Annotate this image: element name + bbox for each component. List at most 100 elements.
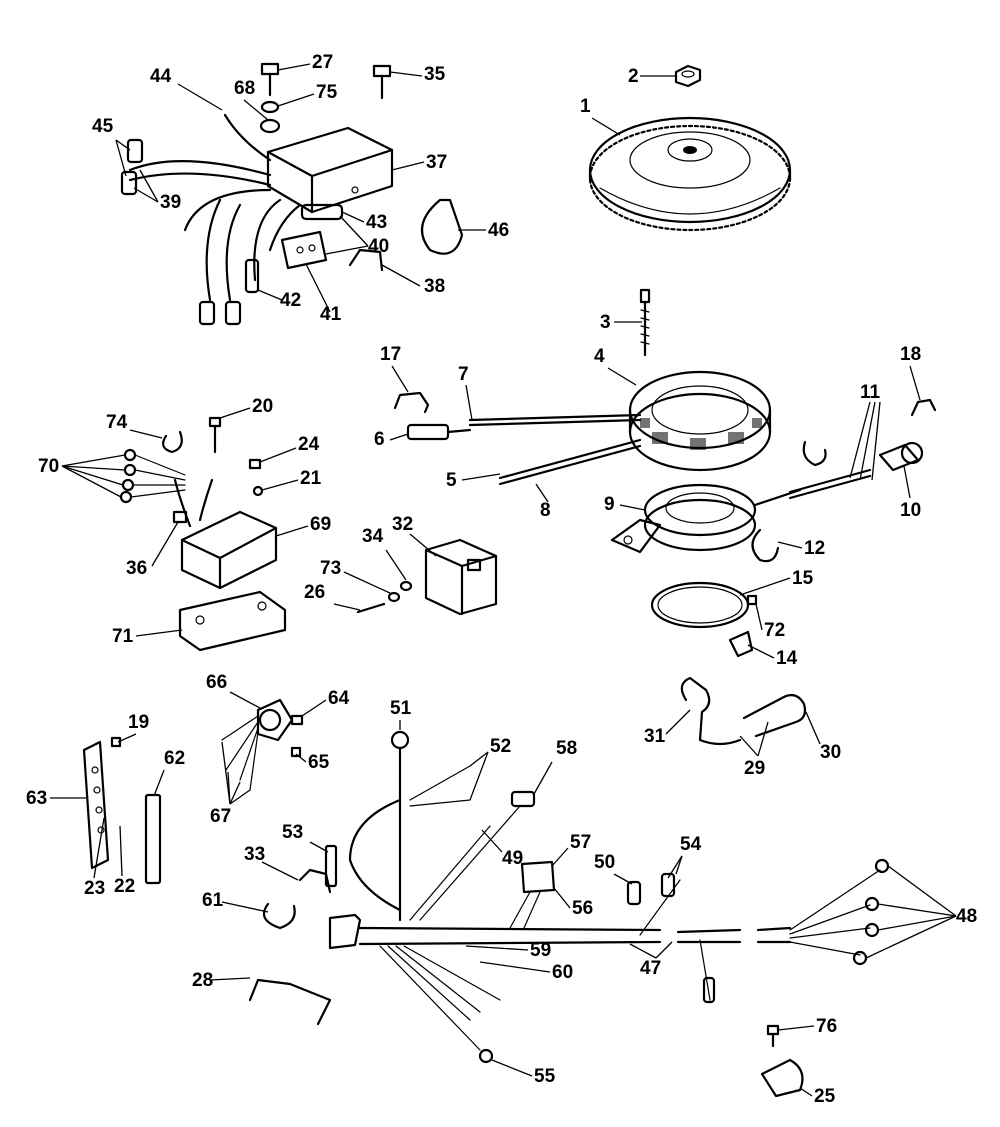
leader-line-9: [619, 504, 646, 511]
callout-18: 18: [900, 344, 921, 365]
leader-line-8: [535, 483, 549, 503]
leader-line-39: [139, 169, 159, 203]
callout-6: 6: [374, 429, 385, 450]
leader-line-54: [667, 855, 683, 879]
leader-line-67: [229, 781, 241, 805]
callout-1: 1: [580, 96, 591, 117]
cable-clamp: [760, 1024, 804, 1098]
leader-line-36: [151, 521, 179, 567]
leader-line-70: [61, 454, 126, 467]
leader-line-12: [777, 541, 803, 549]
callout-58: 58: [556, 738, 577, 759]
callout-48: 48: [956, 906, 977, 927]
leader-line-47: [655, 941, 673, 959]
callout-64: 64: [328, 688, 350, 709]
leader-line-66: [229, 691, 261, 709]
leader-line-67: [221, 741, 231, 805]
leader-line-40: [339, 215, 369, 247]
callout-12: 12: [804, 538, 825, 559]
callout-44: 44: [150, 66, 172, 87]
leader-line-32: [409, 533, 437, 557]
leader-line-45: [115, 139, 131, 151]
leader-line-52: [469, 751, 489, 801]
leader-line-42: [257, 289, 283, 301]
callout-29: 29: [744, 758, 765, 779]
leader-line-27: [277, 63, 311, 71]
leader-line-23: [93, 817, 105, 879]
timer-base: [610, 483, 802, 554]
leader-line-76: [777, 1025, 815, 1031]
leader-line-11: [849, 401, 871, 479]
callout-4: 4: [594, 346, 605, 367]
leader-line-54: [675, 855, 683, 875]
callout-46: 46: [488, 220, 509, 241]
callout-37: 37: [426, 152, 447, 173]
callout-7: 7: [458, 364, 469, 385]
leader-line-34: [385, 549, 407, 581]
leader-line-69: [275, 525, 309, 537]
leader-line-70: [61, 465, 124, 486]
leader-line-22: [119, 825, 123, 877]
leader-line-6: [389, 433, 409, 441]
leader-line-10: [903, 465, 911, 499]
callout-19: 19: [128, 712, 149, 733]
leader-line-64: [301, 699, 327, 717]
leader-line-40: [325, 245, 369, 255]
leader-line-30: [805, 711, 821, 745]
leader-line-4: [607, 367, 637, 386]
callout-24: 24: [298, 434, 320, 455]
callout-59: 59: [530, 940, 551, 961]
leader-line-39: [133, 187, 159, 203]
callout-73: 73: [320, 558, 341, 579]
flywheel: [588, 116, 792, 232]
callout-10: 10: [900, 500, 921, 521]
leader-line-60: [479, 961, 551, 973]
leader-line-48: [865, 915, 957, 959]
callout-54: 54: [680, 834, 702, 855]
callout-32: 32: [392, 514, 413, 535]
wiring-harness: [328, 730, 890, 1064]
callout-26: 26: [304, 582, 325, 603]
leader-line-24: [259, 447, 297, 463]
callout-66: 66: [206, 672, 227, 693]
callout-76: 76: [816, 1016, 837, 1037]
leader-line-26: [333, 603, 361, 611]
callout-15: 15: [792, 568, 814, 589]
callout-28: 28: [192, 970, 213, 991]
callout-22: 22: [114, 876, 135, 897]
leader-line-29: [739, 735, 759, 757]
callout-35: 35: [424, 64, 446, 85]
solenoid: [221, 698, 294, 791]
callout-42: 42: [280, 290, 301, 311]
callout-38: 38: [424, 276, 445, 297]
callout-47: 47: [640, 958, 661, 979]
callout-31: 31: [644, 726, 666, 747]
callout-23: 23: [84, 878, 105, 899]
callout-53: 53: [282, 822, 303, 843]
callout-62: 62: [164, 748, 185, 769]
callout-74: 74: [106, 412, 128, 433]
callout-67: 67: [210, 806, 231, 827]
leader-line-73: [343, 571, 393, 595]
leader-line-68: [243, 99, 269, 121]
leader-line-21: [261, 479, 299, 491]
leader-line-45: [115, 139, 127, 177]
callout-3: 3: [600, 312, 611, 333]
leader-line-53: [309, 841, 329, 853]
callout-75: 75: [316, 82, 338, 103]
callout-63: 63: [26, 788, 47, 809]
pack-fasteners: [259, 62, 392, 134]
leader-line-43: [341, 211, 365, 223]
callout-27: 27: [312, 52, 333, 73]
leader-line-25: [799, 1087, 813, 1097]
callout-14: 14: [776, 648, 798, 669]
leader-line-56: [553, 887, 571, 909]
spark-plug-boots: [680, 676, 807, 746]
leader-line-31: [665, 709, 691, 735]
callout-20: 20: [252, 396, 273, 417]
leader-line-20: [219, 407, 251, 419]
leader-line-70: [61, 465, 122, 498]
flywheel-nut: [674, 64, 702, 88]
leader-line-19: [117, 733, 137, 743]
